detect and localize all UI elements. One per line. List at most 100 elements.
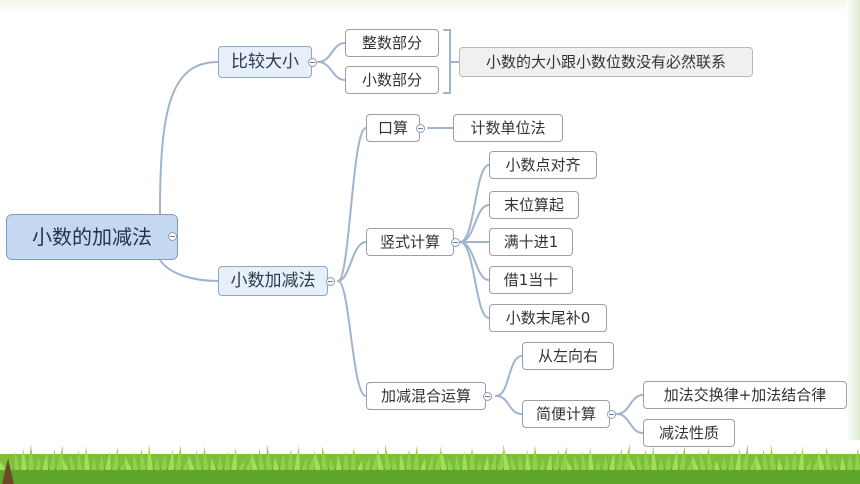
root-label: 小数的加减法 xyxy=(32,225,152,249)
grass-blade xyxy=(238,460,244,470)
grass-blade xyxy=(357,460,363,470)
collapse-icon[interactable] xyxy=(326,277,335,286)
grass-blade xyxy=(658,458,664,470)
grass-blade xyxy=(161,453,167,470)
grass-blade xyxy=(511,457,517,470)
grass-blade xyxy=(251,452,258,470)
grass-blade xyxy=(245,456,252,470)
grass-blade xyxy=(280,453,286,470)
grass-blade xyxy=(728,452,734,470)
grass-blade xyxy=(770,445,776,470)
grass-blade xyxy=(301,458,307,470)
grass-blade xyxy=(553,450,559,470)
collapse-icon[interactable] xyxy=(483,392,492,401)
grass-blade xyxy=(231,447,237,470)
grass-blade xyxy=(503,444,510,470)
vertical-rule-node[interactable]: 小数末尾补0 xyxy=(489,304,607,332)
law-node[interactable]: 减法性质 xyxy=(643,419,735,447)
grass-blade xyxy=(188,454,195,470)
simplify-node[interactable]: 简便计算 xyxy=(522,400,610,428)
vertical-rule-node[interactable]: 借1当十 xyxy=(489,266,573,294)
grass-blade xyxy=(203,446,209,470)
note-node[interactable]: 小数的大小跟小数位数没有必然联系 xyxy=(459,47,753,77)
grass-blade xyxy=(532,445,538,470)
grass-blade xyxy=(462,451,468,470)
grass-blade xyxy=(546,454,552,470)
compare-node[interactable]: 比较大小 xyxy=(218,46,312,78)
grass-blade xyxy=(686,459,693,470)
addsub-node[interactable]: 小数加减法 xyxy=(218,266,328,296)
root-node[interactable]: 小数的加减法 xyxy=(6,214,178,260)
grass-blade xyxy=(763,449,769,470)
grass-blade xyxy=(35,457,41,470)
law-label: 加法交换律+加法结合律 xyxy=(663,385,827,404)
grass-blade xyxy=(448,459,454,470)
grass-blade xyxy=(609,452,615,470)
vertical-rule-node[interactable]: 满十进1 xyxy=(489,228,573,256)
grass-blade xyxy=(833,460,839,470)
oral-method-node[interactable]: 计数单位法 xyxy=(453,114,563,142)
grass-blade xyxy=(539,458,545,470)
grass-blade xyxy=(392,457,398,470)
oral-node[interactable]: 口算 xyxy=(366,114,420,142)
connector-vertical-1 xyxy=(459,164,490,243)
grass-blade xyxy=(266,444,272,470)
grass-blade xyxy=(49,449,55,470)
grass-blade xyxy=(818,451,825,470)
decimal-part-node[interactable]: 小数部分 xyxy=(345,66,439,94)
collapse-icon[interactable] xyxy=(308,58,317,67)
connector-root-addsub xyxy=(159,259,219,282)
decimal-part-label: 小数部分 xyxy=(361,70,422,89)
grass-blade xyxy=(371,452,378,470)
collapse-icon[interactable] xyxy=(168,232,177,241)
grass-blade xyxy=(77,450,83,470)
collapse-icon[interactable] xyxy=(416,124,425,133)
grass-blade xyxy=(105,451,111,470)
vertical-node[interactable]: 竖式计算 xyxy=(366,228,454,256)
grass-blade xyxy=(749,457,756,470)
grass-blade xyxy=(336,455,342,470)
grass-blade xyxy=(629,457,636,470)
connector-compare-integer xyxy=(317,42,346,63)
grass-blade xyxy=(707,447,713,470)
grass-decoration xyxy=(0,444,860,484)
integer-part-node[interactable]: 整数部分 xyxy=(345,29,439,57)
vertical-rule-node[interactable]: 小数点对齐 xyxy=(489,151,597,179)
grass-blade xyxy=(525,449,531,470)
connector-compare-decimal xyxy=(317,61,346,81)
grass-blade xyxy=(497,448,504,470)
grass-blade xyxy=(735,448,741,470)
grass-blade xyxy=(623,444,630,470)
mixed-node[interactable]: 加减混合运算 xyxy=(366,382,486,410)
left-to-right-node[interactable]: 从左向右 xyxy=(522,342,614,370)
grass-blade xyxy=(14,452,20,470)
grass-blade xyxy=(196,450,202,470)
simplify-label: 简便计算 xyxy=(535,404,596,423)
grass-blade xyxy=(692,455,699,470)
grass-blade xyxy=(672,450,678,470)
note-label: 小数的大小跟小数位数没有必然联系 xyxy=(485,52,726,71)
collapse-icon[interactable] xyxy=(451,238,460,247)
grass-blade xyxy=(847,452,853,470)
oral-label: 口算 xyxy=(377,118,408,137)
grass-blade xyxy=(147,444,153,470)
grass-blade xyxy=(798,446,804,470)
grass-blade xyxy=(0,461,6,470)
grass-blade xyxy=(119,460,126,470)
grass-blade xyxy=(637,453,643,470)
vertical-rule-label: 末位算起 xyxy=(503,195,564,214)
grass-blade xyxy=(343,451,349,470)
grass-blade xyxy=(574,455,580,470)
vertical-rule-label: 小数末尾补0 xyxy=(505,308,591,327)
grass-blade xyxy=(91,459,97,470)
law-node[interactable]: 加法交换律+加法结合律 xyxy=(643,381,847,409)
grass-blade xyxy=(566,459,573,470)
grass-blade xyxy=(385,444,391,470)
collapse-icon[interactable] xyxy=(607,410,616,419)
grass-blade xyxy=(434,450,441,470)
vertical-rule-node[interactable]: 末位算起 xyxy=(489,191,579,219)
grass-blade xyxy=(413,445,419,470)
addsub-label: 小数加减法 xyxy=(230,270,316,291)
grass-blade xyxy=(651,445,657,470)
grass-blade xyxy=(84,446,90,470)
